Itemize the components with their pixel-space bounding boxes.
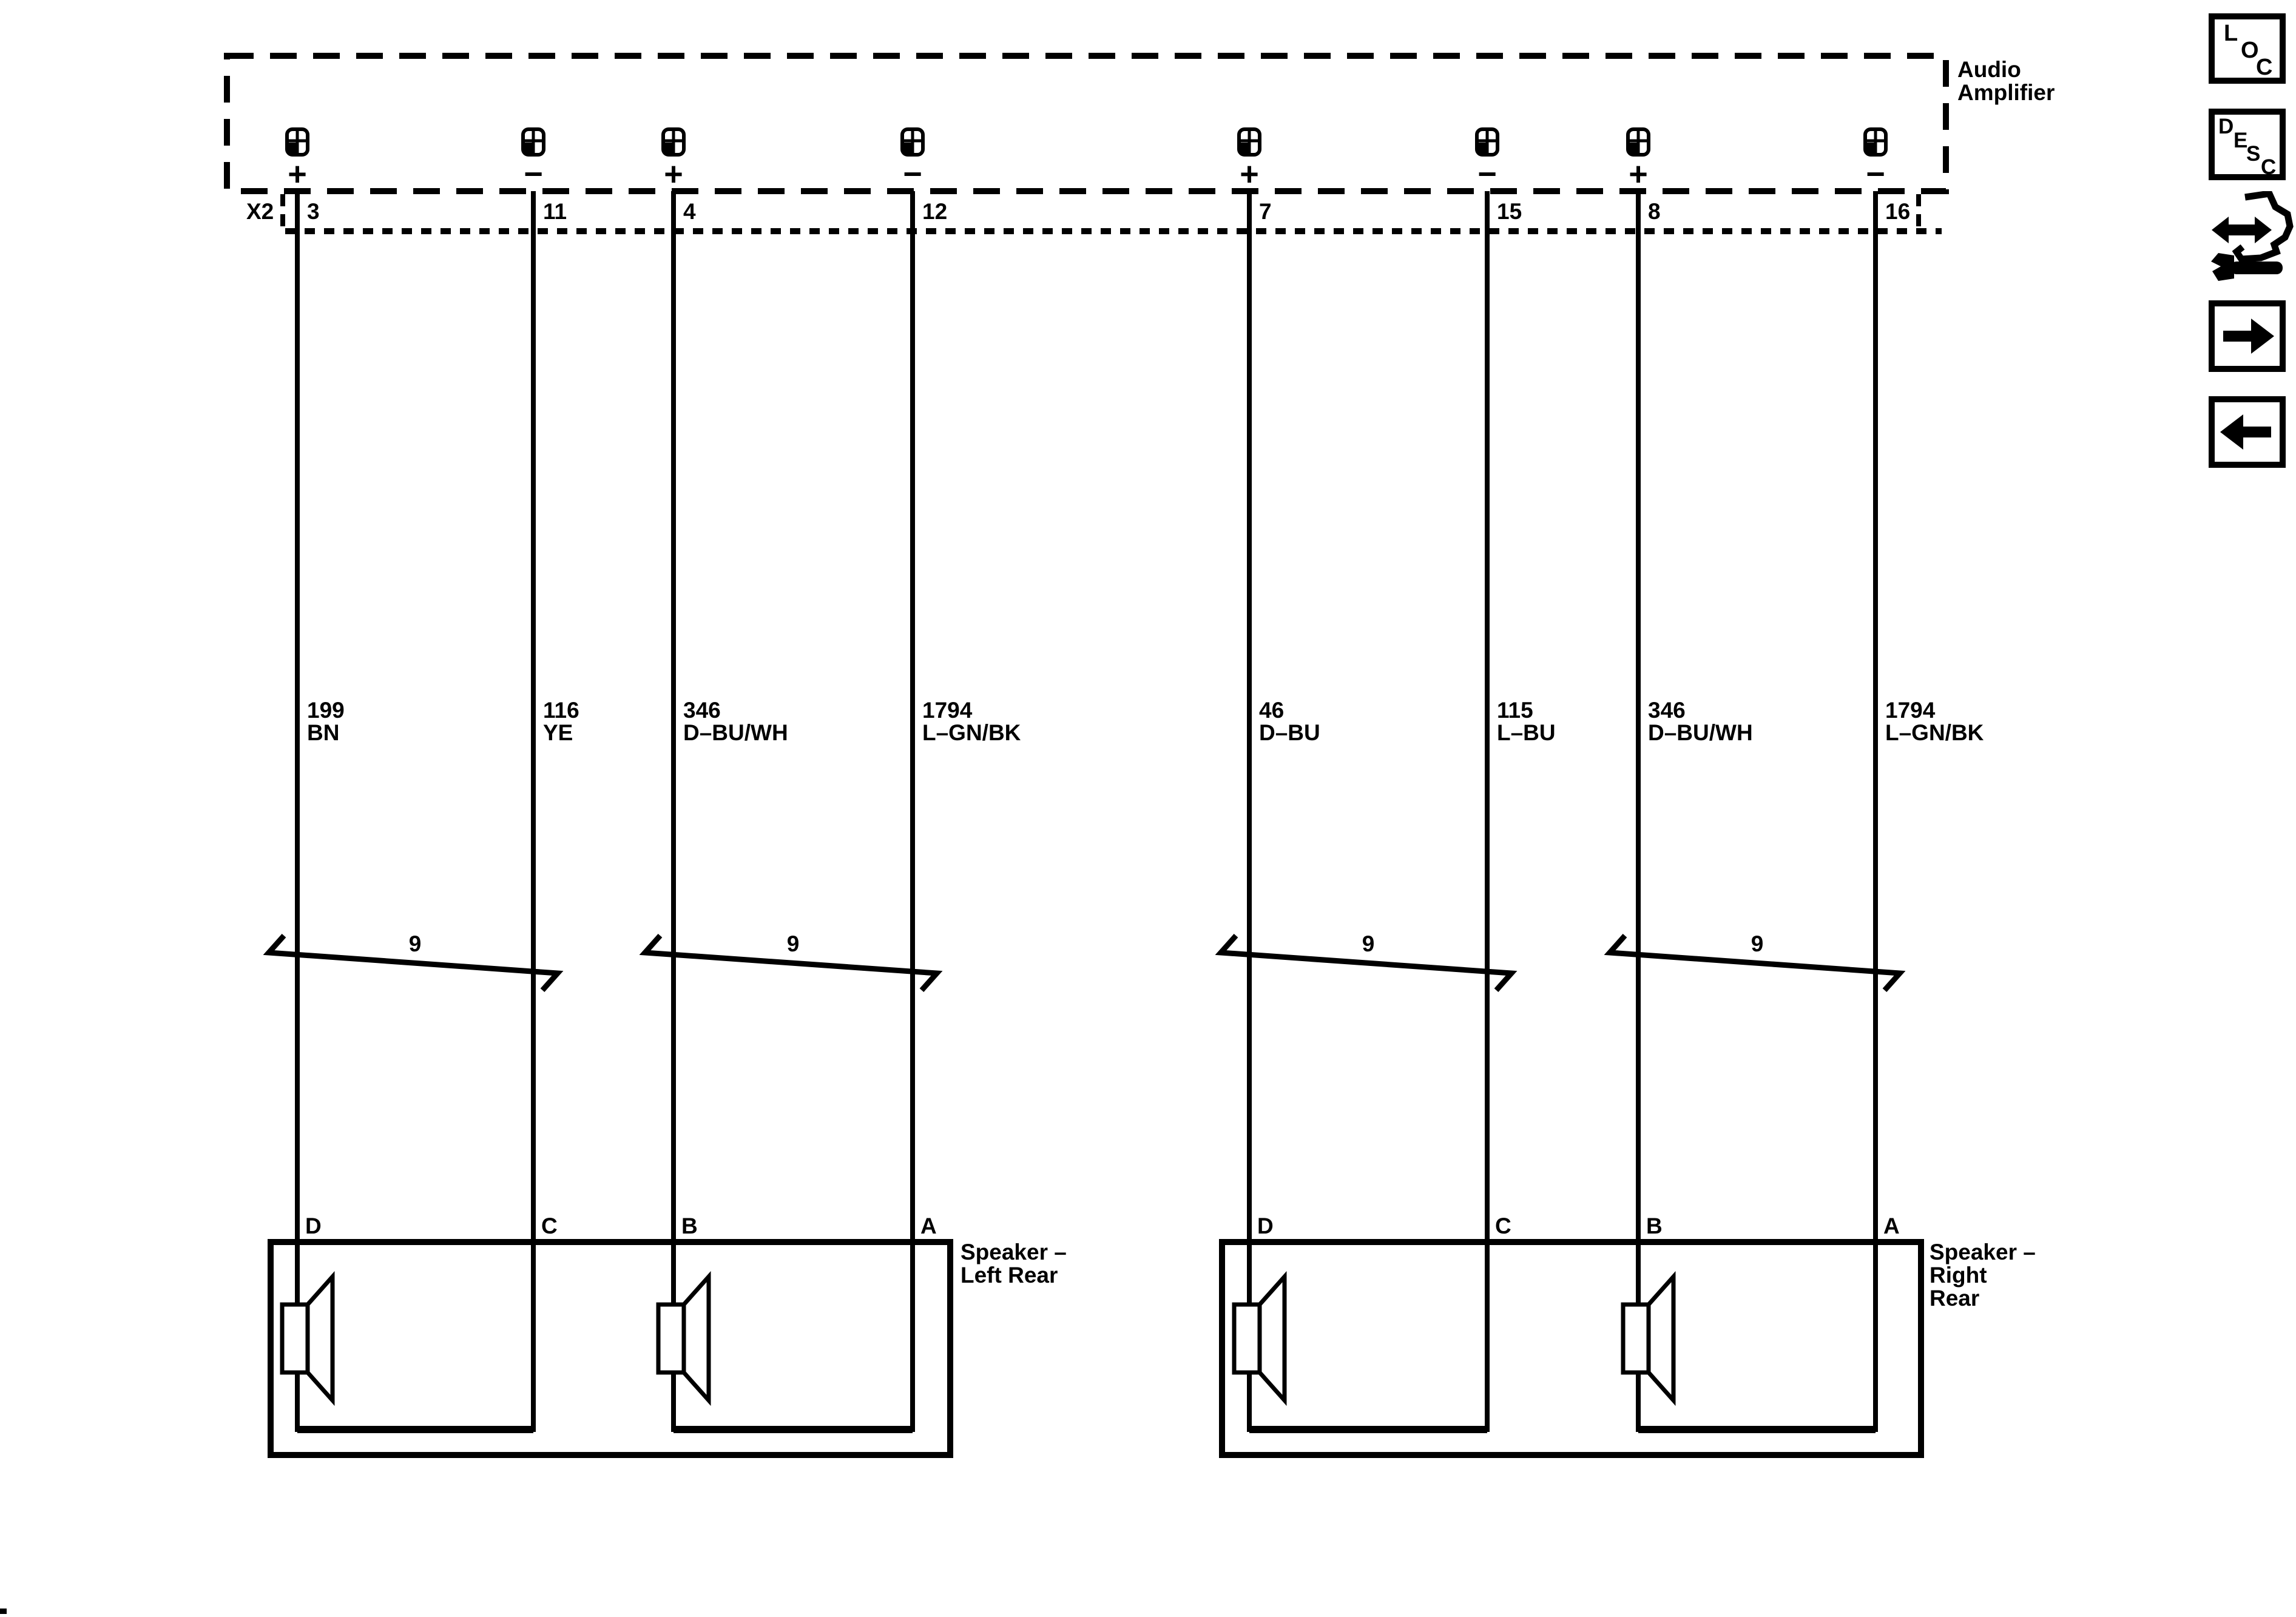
pin-number: 4 — [683, 199, 696, 224]
wire-number: 1794 — [1885, 698, 1936, 723]
terminal-letter: D — [305, 1214, 322, 1238]
twisted-pair-callout: 9 — [1362, 931, 1375, 956]
polarity-sign: + — [1629, 156, 1648, 192]
wire-label: 46 D–BU — [1259, 699, 1320, 744]
polarity-sign: − — [1477, 156, 1497, 192]
twisted-pair-symbol — [263, 934, 564, 992]
loc-letter: C — [2256, 55, 2273, 80]
connector-pin-icon — [661, 127, 686, 157]
terminal-letter: C — [1495, 1214, 1511, 1238]
polarity-sign: + — [664, 156, 683, 192]
terminal-letter: A — [1883, 1214, 1900, 1238]
wire-color: YE — [543, 720, 573, 745]
terminal-letter: D — [1257, 1214, 1274, 1238]
back-button[interactable] — [2209, 396, 2286, 468]
pin-number: 15 — [1497, 199, 1522, 224]
wire-color: L–GN/BK — [1885, 720, 1984, 745]
twisted-pair-callout: 9 — [1751, 931, 1764, 956]
connector-pin-icon — [1475, 127, 1499, 157]
forward-button[interactable] — [2209, 300, 2286, 372]
wire-number: 46 — [1259, 698, 1285, 723]
amplifier-label-line1: Audio — [1957, 57, 2021, 82]
desc-letter: E — [2234, 129, 2248, 152]
wire-color: D–BU/WH — [1648, 720, 1753, 745]
speaker-icon — [280, 1271, 335, 1406]
amplifier-label-line2: Amplifier — [1957, 80, 2055, 105]
speaker-right-rear-box — [1219, 1239, 1924, 1458]
pin-number: 11 — [543, 199, 567, 224]
loc-button[interactable]: L O C — [2209, 13, 2286, 84]
speaker-left-rear-box — [268, 1239, 953, 1458]
terminal-letter: C — [541, 1214, 558, 1238]
polarity-sign: + — [288, 156, 307, 192]
terminal-letter: B — [681, 1214, 698, 1238]
desc-letter: S — [2246, 142, 2261, 166]
wire-color: L–GN/BK — [922, 720, 1021, 745]
desc-letter: D — [2218, 115, 2234, 138]
wire-label: 1794 L–GN/BK — [922, 699, 1021, 744]
wire-color: L–BU — [1497, 720, 1556, 745]
service-repair-icon[interactable] — [2201, 189, 2295, 282]
twisted-pair-symbol — [1215, 934, 1518, 992]
desc-button[interactable]: D E S C — [2209, 109, 2286, 180]
twisted-pair-symbol — [639, 934, 943, 992]
terminal-letter: B — [1646, 1214, 1663, 1238]
wire-label: 346 D–BU/WH — [683, 699, 788, 744]
speaker-right-rear-label: Speaker – Right Rear — [1930, 1240, 2036, 1311]
wire-label: 346 D–BU/WH — [1648, 699, 1753, 744]
speaker-icon — [1232, 1271, 1287, 1406]
right-arrow-icon — [2223, 319, 2274, 354]
wire-number: 199 — [307, 698, 345, 723]
connector-pin-icon — [900, 127, 925, 157]
pin-number: 3 — [307, 199, 320, 224]
wire-number: 115 — [1497, 698, 1533, 723]
wire-label: 199 BN — [307, 699, 345, 744]
speaker-left-rear-label: Speaker – Left Rear — [961, 1240, 1067, 1288]
wire-color: D–BU — [1259, 720, 1320, 745]
twisted-pair-callout: 9 — [408, 931, 422, 956]
connector-pin-icon — [1863, 127, 1888, 157]
twisted-pair-symbol — [1604, 934, 1906, 992]
wire-number: 1794 — [922, 698, 973, 723]
pin-number: 7 — [1259, 199, 1272, 224]
desc-letter: C — [2261, 155, 2277, 179]
speaker-icon — [656, 1271, 711, 1406]
polarity-sign: − — [524, 156, 543, 192]
connector-id-label: X2 — [246, 199, 274, 224]
hand-wrench-arrows-icon — [2211, 189, 2294, 281]
pin-number: 16 — [1885, 199, 1911, 224]
polarity-sign: − — [1866, 156, 1885, 192]
terminal-letter: A — [920, 1214, 937, 1238]
polarity-sign: − — [903, 156, 922, 192]
pin-number: 8 — [1648, 199, 1661, 224]
wire-color: BN — [307, 720, 340, 745]
wire-color: D–BU/WH — [683, 720, 788, 745]
polarity-sign: + — [1240, 156, 1259, 192]
left-arrow-icon — [2220, 414, 2271, 450]
wire-label: 116 YE — [543, 699, 579, 744]
loc-letter: O — [2241, 38, 2259, 63]
wire-label: 1794 L–GN/BK — [1885, 699, 1984, 744]
connector-pin-icon — [1626, 127, 1650, 157]
speaker-icon — [1621, 1271, 1676, 1406]
stray-mark — [0, 1609, 7, 1614]
connector-pin-icon — [1237, 127, 1261, 157]
wire-number: 116 — [543, 698, 579, 723]
wire-label: 115 L–BU — [1497, 699, 1556, 744]
twisted-pair-callout: 9 — [786, 931, 800, 956]
amplifier-label: Audio Amplifier — [1957, 58, 2055, 104]
connector-pin-icon — [285, 127, 309, 157]
pin-number: 12 — [922, 199, 948, 224]
audio-amplifier-box — [224, 53, 1949, 194]
connector-pin-icon — [521, 127, 545, 157]
wire-number: 346 — [683, 698, 721, 723]
wire-number: 346 — [1648, 698, 1686, 723]
loc-letter: L — [2224, 21, 2238, 46]
